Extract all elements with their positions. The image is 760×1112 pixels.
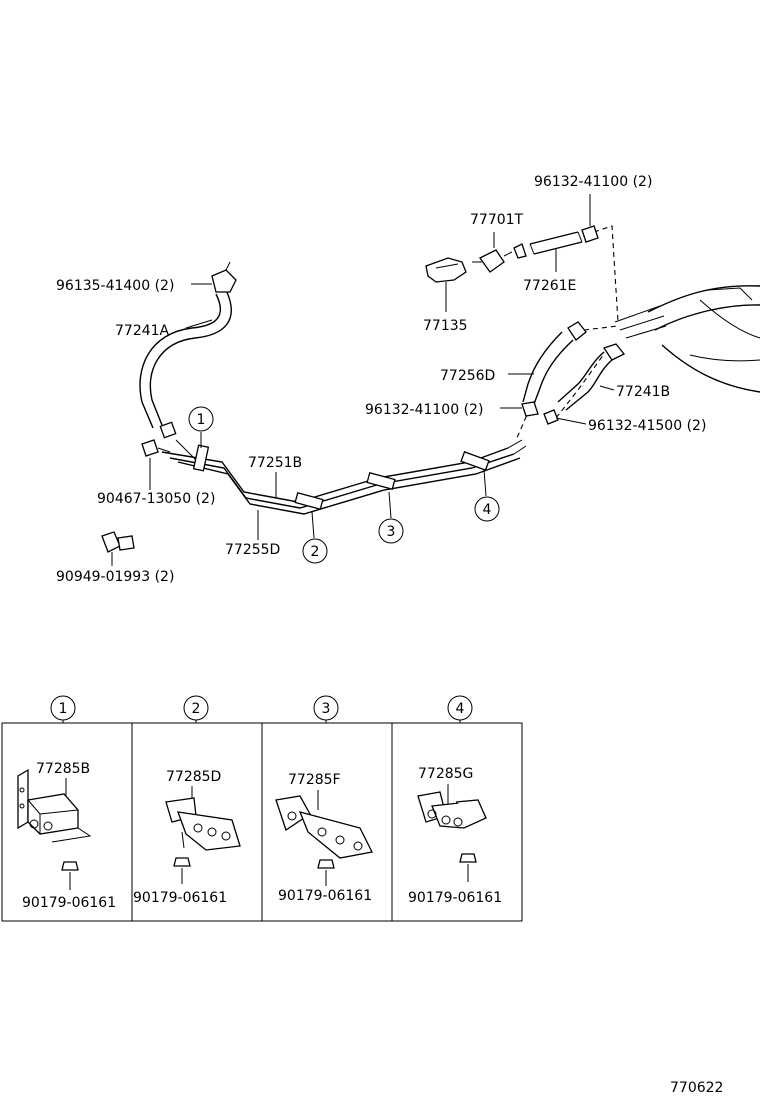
svg-text:1: 1 (197, 412, 206, 428)
callout-2: 2 (302, 538, 328, 564)
detail-3-nut-label: 90179-06161 (278, 888, 372, 904)
detail-3: 3 77285F 90179-06161 (275, 695, 373, 904)
label-clip-90467: 90467-13050 (2) (97, 491, 215, 507)
label-clip-left: 96135-41400 (2) (56, 278, 174, 294)
label-clip-top-right: 96132-41100 (2) (534, 174, 652, 190)
detail-3-callout: 3 (313, 695, 339, 721)
detail-4-nut-label: 90179-06161 (408, 890, 502, 906)
svg-text:3: 3 (387, 524, 396, 540)
hose-77241a (139, 261, 237, 439)
label-hose-b: 77241B (616, 384, 670, 400)
leader-lines (149, 283, 615, 540)
dashed-leaders (515, 225, 619, 441)
pipe-clamps (192, 444, 490, 510)
label-hose-a: 77241A (115, 323, 170, 339)
label-clip-90949: 90949-01993 (2) (56, 569, 174, 585)
fuel-tank (614, 285, 760, 393)
fuel-pipes (161, 439, 527, 515)
label-clip-right: 96132-41500 (2) (588, 418, 706, 434)
detail-4: 4 77285G 90179-06161 (408, 695, 502, 906)
detail-1-part-label: 77285B (36, 761, 90, 777)
label-hose-d: 77256D (440, 368, 495, 384)
clip-90949 (101, 531, 135, 566)
detail-2-nut-label: 90179-06161 (133, 890, 227, 906)
callout-1: 1 (188, 406, 214, 432)
label-pipe-d: 77255D (225, 542, 280, 558)
detail-4-part-label: 77285G (418, 766, 473, 782)
label-pipe-b: 77251B (248, 455, 302, 471)
svg-text:3: 3 (322, 701, 331, 717)
svg-text:1: 1 (59, 701, 68, 717)
svg-text:4: 4 (483, 502, 492, 518)
label-valve: 77701T (470, 212, 524, 228)
callouts: 1 2 3 4 (188, 406, 500, 564)
svg-text:2: 2 (192, 701, 201, 717)
detail-3-part-label: 77285F (288, 772, 341, 788)
svg-text:4: 4 (456, 701, 465, 717)
detail-1: 1 77285B 90179-06161 (17, 695, 116, 911)
detail-1-callout: 1 (50, 695, 76, 721)
callout-4: 4 (474, 496, 500, 522)
diagram-code: 770622 (670, 1080, 723, 1096)
label-clip-mid: 96132-41100 (2) (365, 402, 483, 418)
clip-90467 (141, 439, 171, 457)
hose-77241b (543, 343, 626, 425)
valve-assembly (425, 194, 599, 312)
hose-77256d (521, 321, 587, 417)
label-canister-valve: 77135 (423, 318, 468, 334)
detail-panel (1, 720, 523, 922)
part-labels: 96132-41100 (2) 77701T 77261E 77135 9613… (56, 174, 706, 585)
svg-text:2: 2 (311, 544, 320, 560)
detail-2: 2 77285D 90179-06161 (133, 695, 241, 906)
detail-1-nut-label: 90179-06161 (22, 895, 116, 911)
detail-2-part-label: 77285D (166, 769, 221, 785)
detail-4-callout: 4 (447, 695, 473, 721)
detail-2-callout: 2 (183, 695, 209, 721)
callout-3: 3 (378, 518, 404, 544)
label-hose-e: 77261E (523, 278, 576, 294)
